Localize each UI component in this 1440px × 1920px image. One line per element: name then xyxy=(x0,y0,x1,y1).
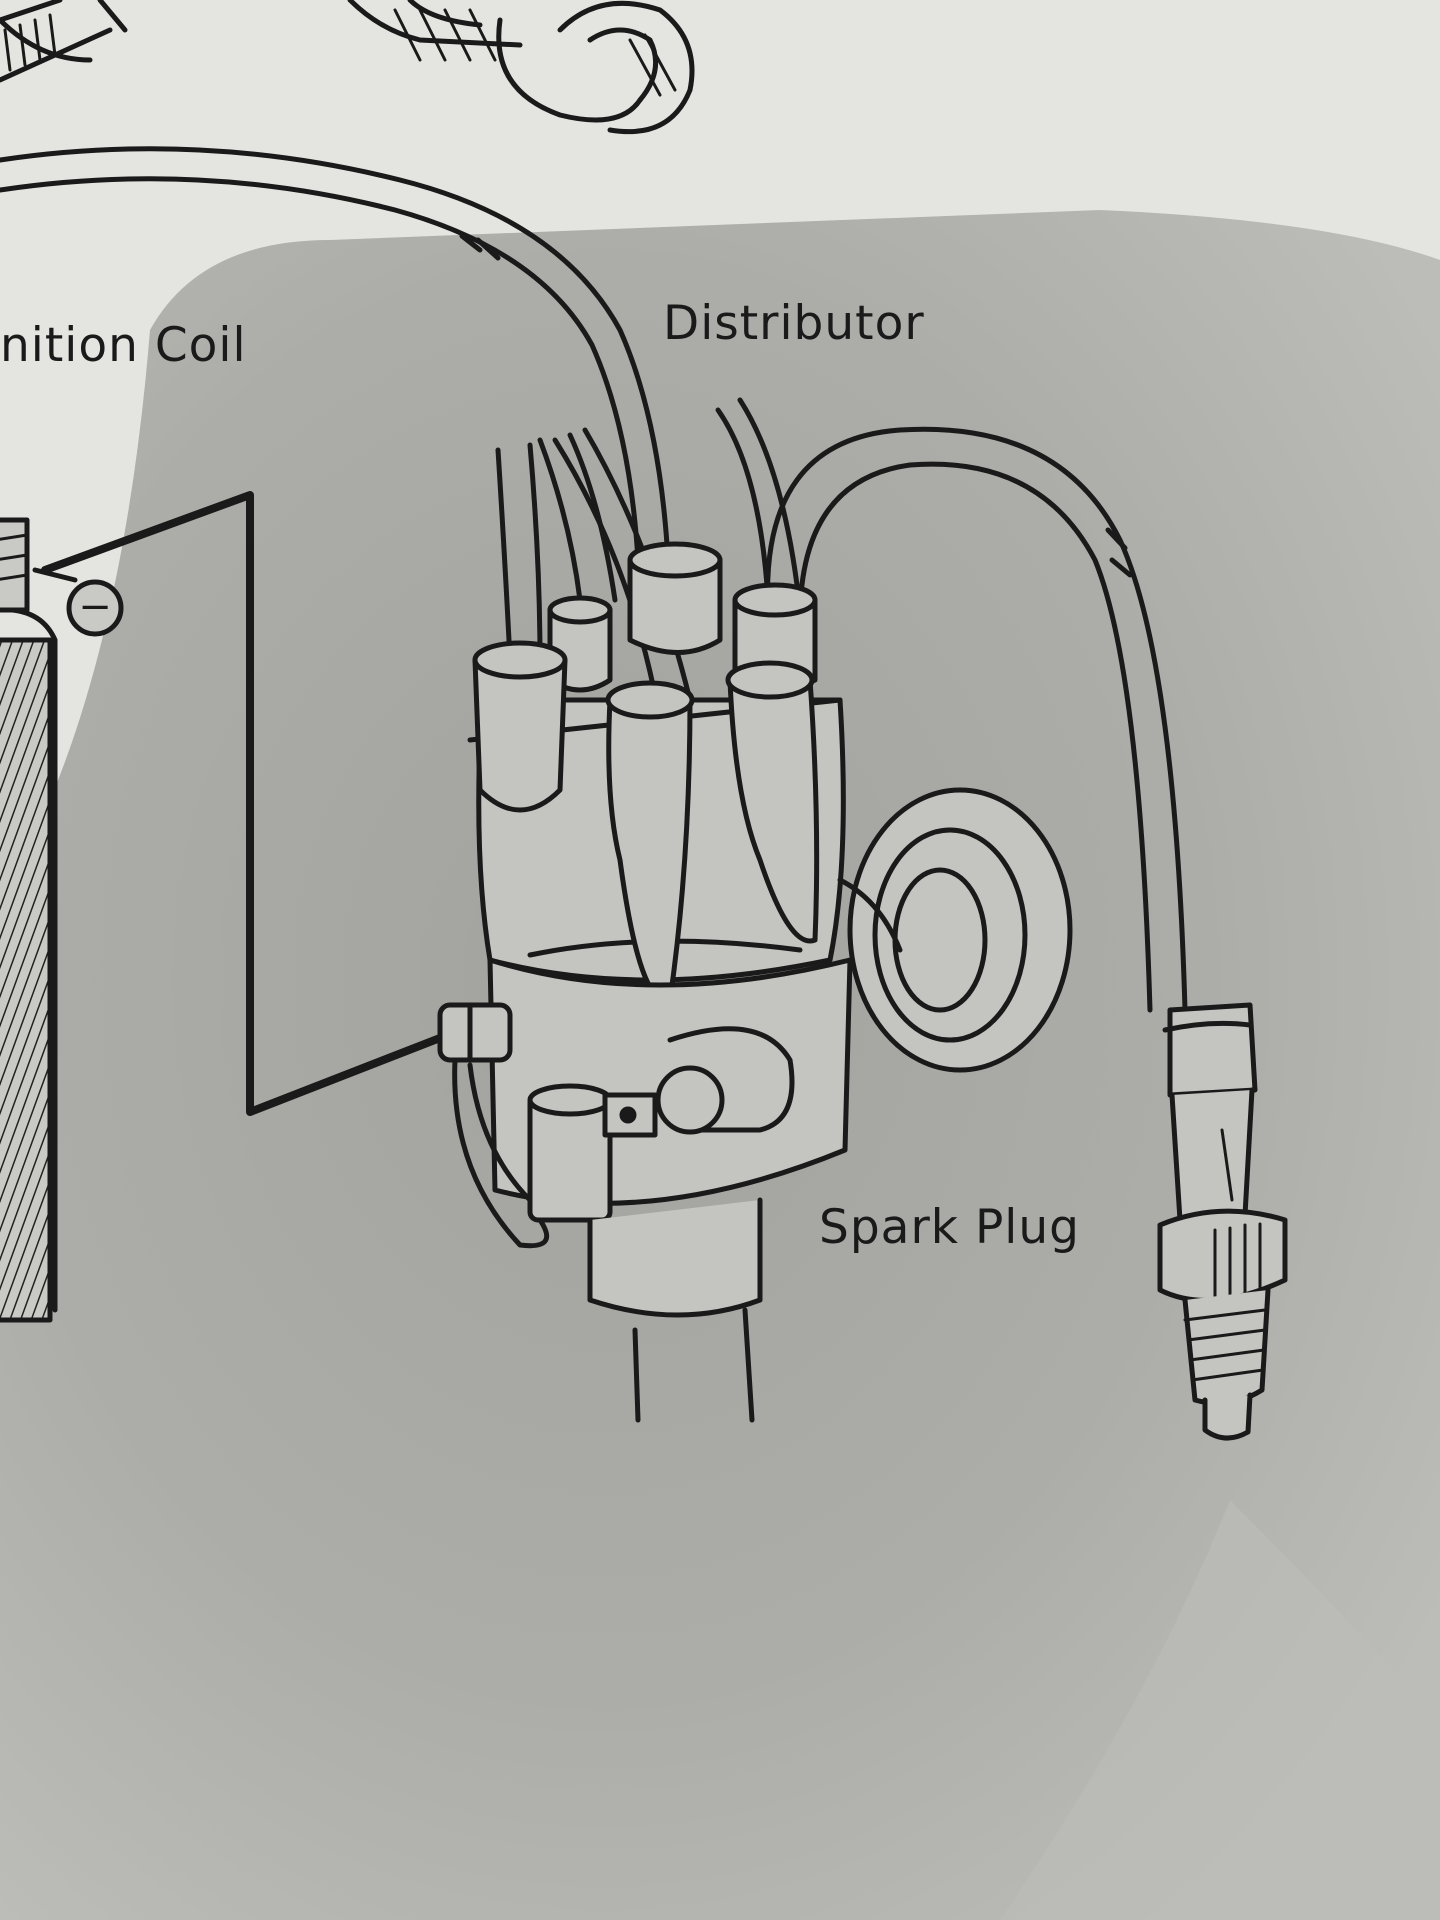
coil-lead xyxy=(0,146,671,563)
primary-wire xyxy=(41,491,444,1116)
vacuum-advance xyxy=(837,787,1073,1073)
distributor-label: Distributor xyxy=(663,296,925,351)
spark-plug xyxy=(1157,1002,1288,1441)
spark-plug-label: Spark Plug xyxy=(819,1200,1080,1255)
spark-plug-lead xyxy=(765,426,1188,1013)
ignition-coil-label: nition Coil xyxy=(0,318,247,373)
top-connector xyxy=(347,0,695,135)
distributor-cap xyxy=(467,541,846,1004)
ignition-coil xyxy=(0,517,124,1323)
distributor-body xyxy=(437,957,853,1423)
coil-minus-symbol: − xyxy=(78,584,112,630)
top-component-left xyxy=(0,0,128,83)
